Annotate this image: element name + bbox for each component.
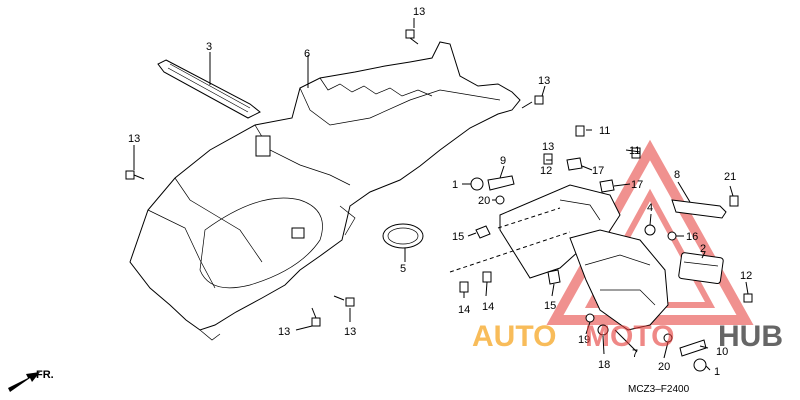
callout-12: 12	[740, 270, 752, 282]
leader-lines	[462, 129, 749, 371]
license-bracket-part	[449, 184, 669, 353]
callout-11: 11	[629, 145, 640, 157]
watermark-text: AUTO MOTO HUB	[472, 320, 783, 353]
callout-21: 21	[724, 171, 736, 183]
callout-13: 13	[278, 326, 290, 338]
watermark-auto: AUTO	[472, 320, 556, 353]
callout-6: 6	[304, 48, 310, 60]
callout-labels: 13 3 6 13 13 11 13 11 9 12 17 8 21 1 17 …	[128, 6, 752, 378]
callout-15: 15	[544, 300, 556, 312]
callout-12: 12	[540, 165, 552, 177]
callout-13: 13	[542, 141, 554, 153]
callout-7: 7	[632, 348, 638, 360]
callout-5: 5	[400, 263, 406, 275]
callout-1: 1	[714, 366, 720, 378]
stay-part	[671, 181, 727, 219]
callout-13: 13	[538, 75, 550, 87]
callout-3: 3	[206, 41, 212, 53]
front-direction-label: FR.	[36, 369, 54, 381]
watermark-moto: MOTO	[585, 320, 674, 353]
callout-19: 19	[578, 334, 590, 346]
callout-15: 15	[452, 231, 464, 243]
callout-16: 16	[686, 231, 698, 243]
diagram-code: MCZ3–F2400	[628, 384, 690, 395]
callout-1: 1	[452, 179, 458, 191]
callout-11: 11	[599, 125, 610, 137]
callout-13: 13	[344, 326, 356, 338]
callout-2: 2	[700, 243, 706, 255]
callout-20: 20	[478, 195, 490, 207]
watermark-hub: HUB	[718, 320, 783, 353]
callout-10: 10	[716, 346, 728, 358]
callout-13: 13	[413, 6, 425, 18]
callout-8: 8	[674, 169, 680, 181]
callout-14: 14	[458, 304, 470, 316]
rear-fender-part	[129, 41, 521, 341]
callout-9: 9	[500, 155, 506, 167]
callout-4: 4	[647, 202, 653, 214]
callout-17: 17	[592, 165, 604, 177]
o-ring-part	[382, 223, 424, 262]
seat-band-part	[157, 52, 261, 119]
callout-17: 17	[631, 179, 643, 191]
callout-20: 20	[658, 361, 670, 373]
callout-14: 14	[482, 301, 494, 313]
callout-18: 18	[598, 359, 610, 371]
front-direction-arrow: FR.	[8, 369, 54, 392]
bolt-13-parts	[125, 18, 546, 331]
callout-13: 13	[128, 133, 140, 145]
reflector-part	[678, 251, 724, 285]
